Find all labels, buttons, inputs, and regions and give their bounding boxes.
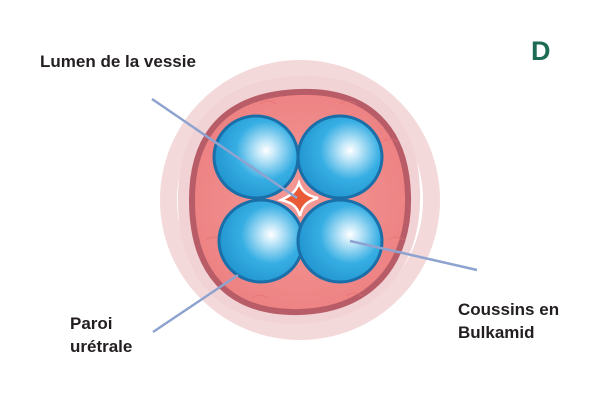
label-urethral-wall: Paroi urétrale xyxy=(70,312,132,358)
label-bulkamid-cushions-line1: Coussins en xyxy=(458,300,560,319)
label-urethral-wall-line1: Paroi xyxy=(70,314,113,333)
label-urethral-wall-line2: urétrale xyxy=(70,337,133,356)
label-bulkamid-cushions-line2: Bulkamid xyxy=(458,323,535,342)
cushion-bottom-left xyxy=(217,198,305,284)
leader-line-paroi xyxy=(152,273,239,334)
leader-line-lumen xyxy=(151,97,298,200)
panel-letter: D xyxy=(531,36,551,66)
leader-line-coussins xyxy=(349,239,478,272)
cushion-top-right xyxy=(296,114,384,200)
label-bulkamid-cushions: Coussins en Bulkamid xyxy=(458,298,559,344)
cushion-top-left xyxy=(212,114,300,200)
label-bladder-lumen: Lumen de la vessie xyxy=(40,52,196,71)
cushion-bottom-right xyxy=(296,198,384,284)
bladder-lumen xyxy=(277,179,319,217)
